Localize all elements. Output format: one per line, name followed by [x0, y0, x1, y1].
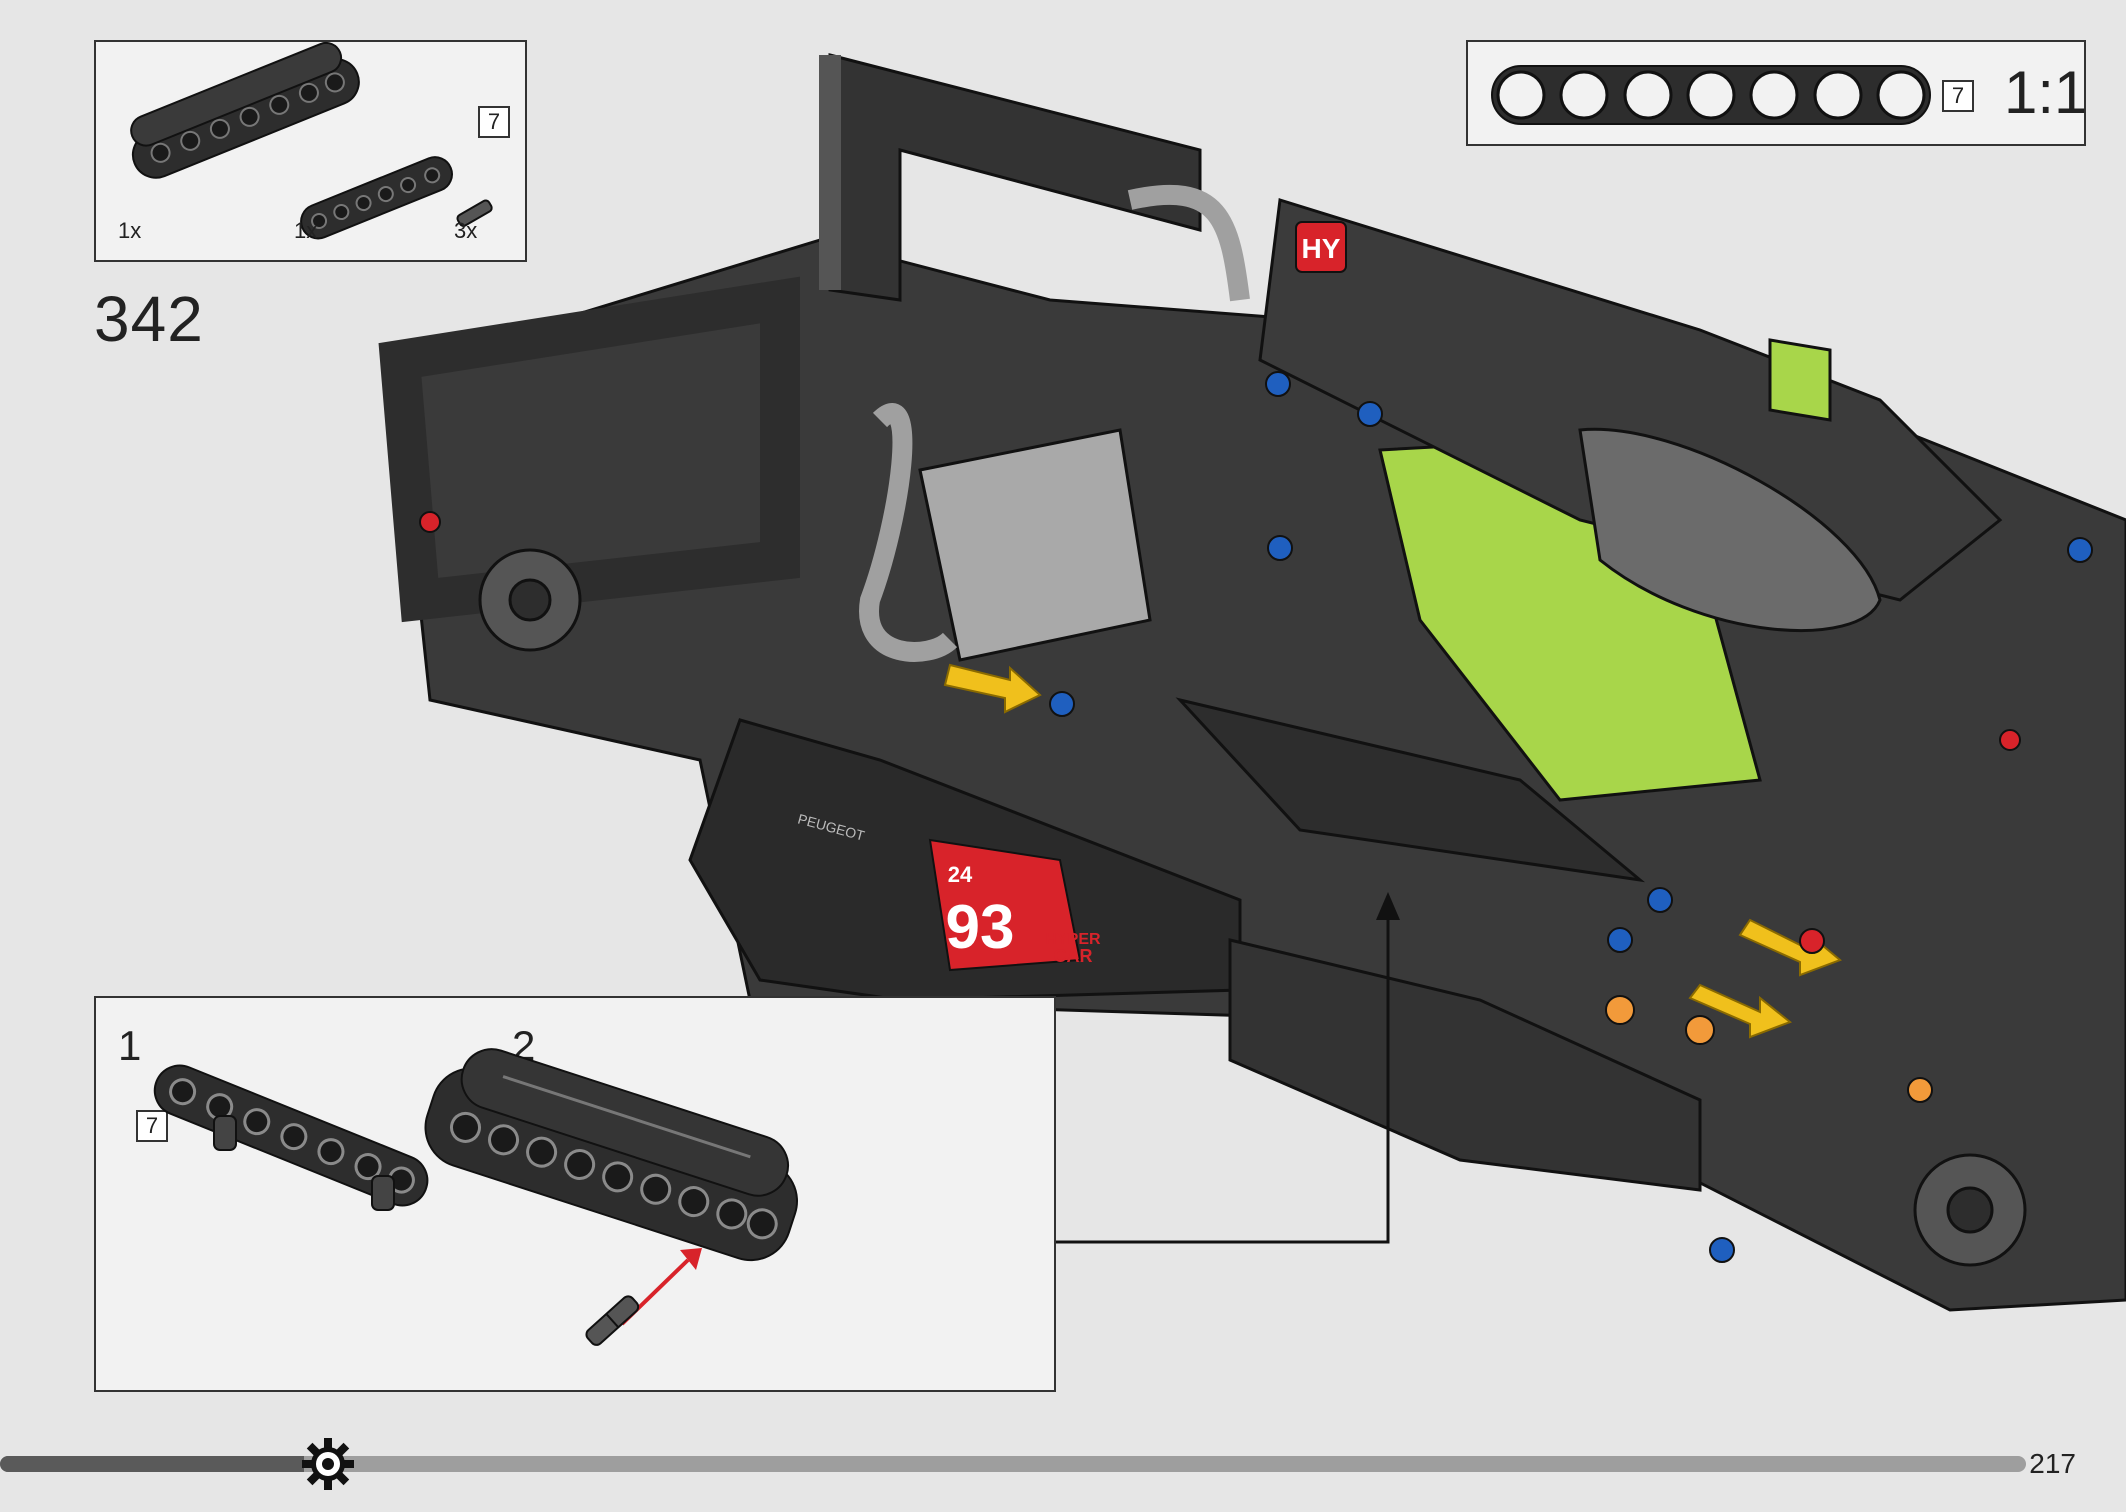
pin-part	[371, 1175, 395, 1211]
part-quantity: 1x	[294, 218, 318, 243]
hy-decal: HY	[1302, 233, 1341, 264]
page-number: 217	[2029, 1448, 2076, 1479]
orange-pins	[1605, 995, 1933, 1103]
size-tag: 7	[478, 106, 510, 138]
part-quantity: 3x	[454, 218, 478, 243]
hyper-decal: HYPER	[1045, 931, 1101, 948]
progress-bar	[0, 1456, 2026, 1472]
pin-part	[213, 1115, 237, 1151]
thick-liftarm-part	[130, 41, 360, 179]
step-number: 342	[94, 283, 204, 355]
callout-pointer	[1056, 906, 1390, 1244]
substep2-assembly	[424, 1048, 798, 1262]
size-tag: 7	[1942, 80, 1974, 112]
progress-fill	[0, 1456, 304, 1472]
wheel-hub	[478, 548, 2027, 1267]
scale-ruler-beam	[1491, 65, 1931, 125]
pin-part	[456, 199, 493, 227]
size-tag: 7	[136, 1110, 168, 1142]
scale-ratio: 1:1	[2004, 59, 2088, 126]
scale-ruler-box: 7 1:1	[1466, 40, 2088, 146]
callout-box: 1 7 2	[94, 996, 1056, 1392]
substep1-liftarm	[153, 1064, 429, 1207]
blue-pins	[1049, 371, 2093, 1263]
yellow-arrows	[943, 663, 1842, 1039]
callout-illustration	[153, 1048, 798, 1346]
parts-list-illustration	[130, 41, 493, 240]
part-quantity: 1x	[118, 218, 142, 243]
gear-icon	[302, 1438, 354, 1490]
pin-part	[585, 1295, 640, 1346]
race-number-decal: 93	[946, 893, 1015, 962]
liftarm-part	[300, 156, 453, 240]
parts-list-box: 7 1x 1x 3x	[94, 40, 527, 262]
hours-decal: 24	[948, 862, 973, 887]
substep-number: 1	[118, 1022, 142, 1069]
car-decal: CAR	[1054, 946, 1093, 966]
red-pins	[419, 511, 2021, 954]
